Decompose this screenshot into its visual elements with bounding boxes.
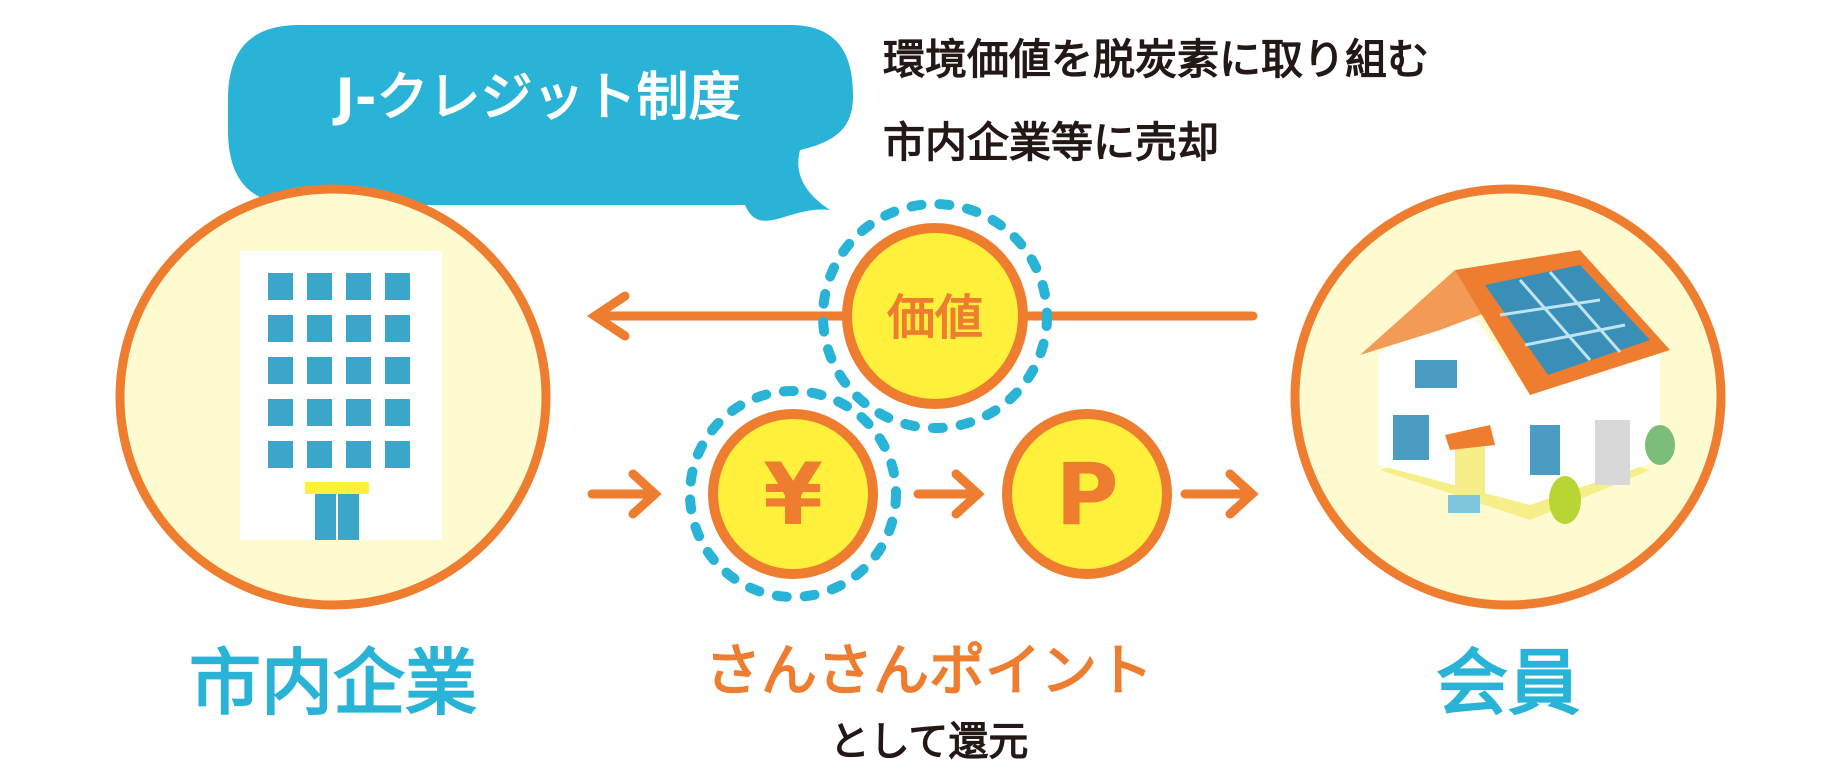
bubble-title: J-クレジット制度 — [333, 68, 741, 128]
building-window — [346, 357, 371, 384]
building-window — [307, 441, 332, 468]
point-coin: P — [1002, 409, 1172, 579]
building-window — [307, 357, 332, 384]
building-window — [385, 441, 410, 468]
yen-coin: ¥ — [708, 409, 878, 579]
return-label: として還元 — [830, 719, 1029, 765]
building-window — [307, 273, 332, 300]
building-window — [268, 273, 293, 300]
note-line-1: 環境価値を脱炭素に取り組む — [883, 35, 1429, 84]
building-window — [346, 273, 371, 300]
building-window — [268, 441, 293, 468]
company-label: 市内企業 — [189, 641, 477, 725]
points-label: さんさんポイント — [705, 639, 1153, 704]
yen-symbol: ¥ — [763, 445, 823, 545]
building-window — [268, 357, 293, 384]
building-window — [385, 357, 410, 384]
value-coin-label: 価値 — [886, 290, 983, 346]
building-window — [346, 399, 371, 426]
member-circle — [1290, 184, 1726, 610]
building-window — [346, 441, 371, 468]
flow-arrows-right — [587, 469, 1259, 519]
building-window — [307, 315, 332, 342]
building-window — [385, 399, 410, 426]
building-window — [307, 399, 332, 426]
speech-bubble: J-クレジット制度 — [228, 25, 853, 221]
building-window — [385, 273, 410, 300]
office-building-icon — [240, 251, 442, 540]
solar-house-icon — [1360, 250, 1675, 524]
building-window — [346, 315, 371, 342]
company-circle — [115, 184, 551, 610]
dotted-ring — [685, 199, 1052, 602]
note-line-2: 市内企業等に売却 — [883, 118, 1219, 167]
building-window — [385, 315, 410, 342]
member-label: 会員 — [1436, 641, 1580, 725]
building-window — [268, 315, 293, 342]
value-coin: 価値 — [842, 223, 1028, 409]
point-symbol: P — [1055, 445, 1118, 545]
building-window — [268, 399, 293, 426]
